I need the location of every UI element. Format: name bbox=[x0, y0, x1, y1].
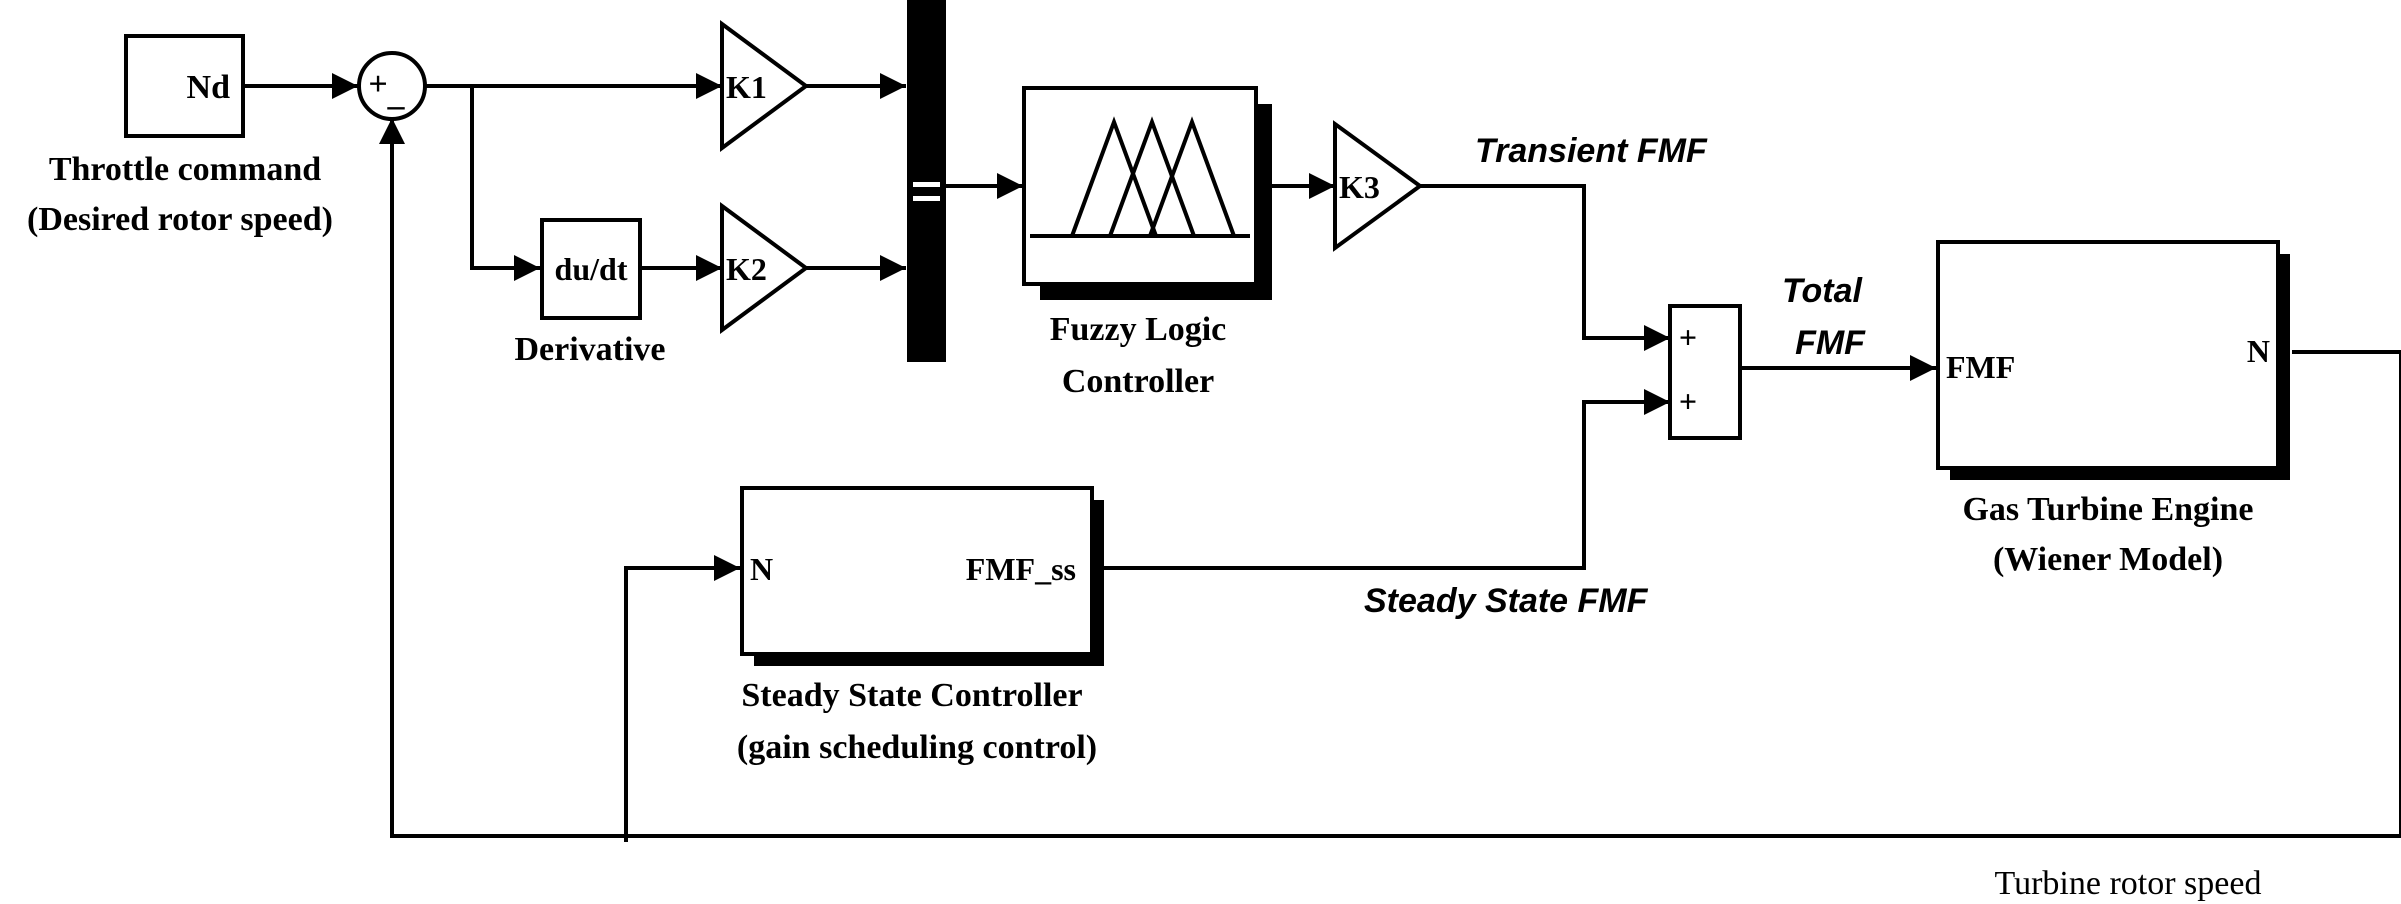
fuzzy-logic-controller bbox=[1022, 86, 1272, 300]
sum-total-plus-bottom: + bbox=[1679, 383, 1697, 419]
nd-caption-line2: (Desired rotor speed) bbox=[27, 201, 333, 238]
steady-input-port: N bbox=[750, 551, 773, 587]
nd-caption-line1: Throttle command bbox=[49, 151, 321, 188]
gain-k1: K1 bbox=[720, 20, 810, 152]
sum-minus: – bbox=[387, 87, 406, 124]
engine-input-port: FMF bbox=[1946, 349, 2015, 385]
line-steady-state-fmf bbox=[1094, 389, 1670, 570]
gain-k3-label: K3 bbox=[1339, 169, 1380, 205]
line-branch-to-derivative bbox=[470, 86, 540, 281]
derivative-block: du/dt bbox=[540, 218, 642, 320]
steady-caption-line2: (gain scheduling control) bbox=[737, 729, 1097, 766]
line-feedback-to-steady bbox=[624, 555, 740, 842]
signal-label-total-fmf-line2: FMF bbox=[1795, 324, 1866, 362]
signal-label-rotor-speed: Turbine rotor speed bbox=[1995, 865, 2262, 902]
fuzzy-caption-line2: Controller bbox=[1062, 363, 1214, 400]
signal-label-total-fmf-line1: Total bbox=[1782, 272, 1864, 310]
line-transient-fmf bbox=[1420, 184, 1670, 351]
derivative-caption: Derivative bbox=[514, 331, 665, 368]
sum-plus: + bbox=[368, 66, 387, 103]
membership-functions-icon bbox=[1030, 116, 1250, 238]
nd-block: Nd bbox=[124, 34, 245, 138]
gain-k1-label: K1 bbox=[726, 69, 767, 105]
engine-caption-line2: (Wiener Model) bbox=[1993, 541, 2223, 578]
gain-k2: K2 bbox=[720, 202, 810, 334]
sum-total-plus-top: + bbox=[1679, 319, 1697, 355]
gain-k3: K3 bbox=[1333, 120, 1424, 252]
derivative-label: du/dt bbox=[555, 251, 628, 287]
fuzzy-caption-line1: Fuzzy Logic bbox=[1050, 311, 1227, 348]
steady-state-controller-block: N FMF_ss bbox=[740, 486, 1104, 666]
signal-label-steady-state-fmf: Steady State FMF bbox=[1364, 582, 1649, 620]
sum-junction: + – bbox=[357, 51, 427, 124]
mux-block bbox=[907, 0, 946, 362]
signal-label-transient-fmf: Transient FMF bbox=[1475, 132, 1708, 170]
steady-output-port: FMF_ss bbox=[966, 551, 1076, 587]
sum-total-fmf: + + bbox=[1668, 304, 1742, 440]
steady-caption-line1: Steady State Controller bbox=[741, 677, 1082, 714]
engine-caption-line1: Gas Turbine Engine bbox=[1962, 491, 2253, 528]
engine-output-port: N bbox=[2247, 333, 2270, 369]
gain-k2-label: K2 bbox=[726, 251, 767, 287]
gas-turbine-engine-block: FMF N bbox=[1936, 240, 2290, 480]
nd-label: Nd bbox=[187, 69, 231, 106]
line-rotor-speed-feedback bbox=[379, 118, 2401, 838]
